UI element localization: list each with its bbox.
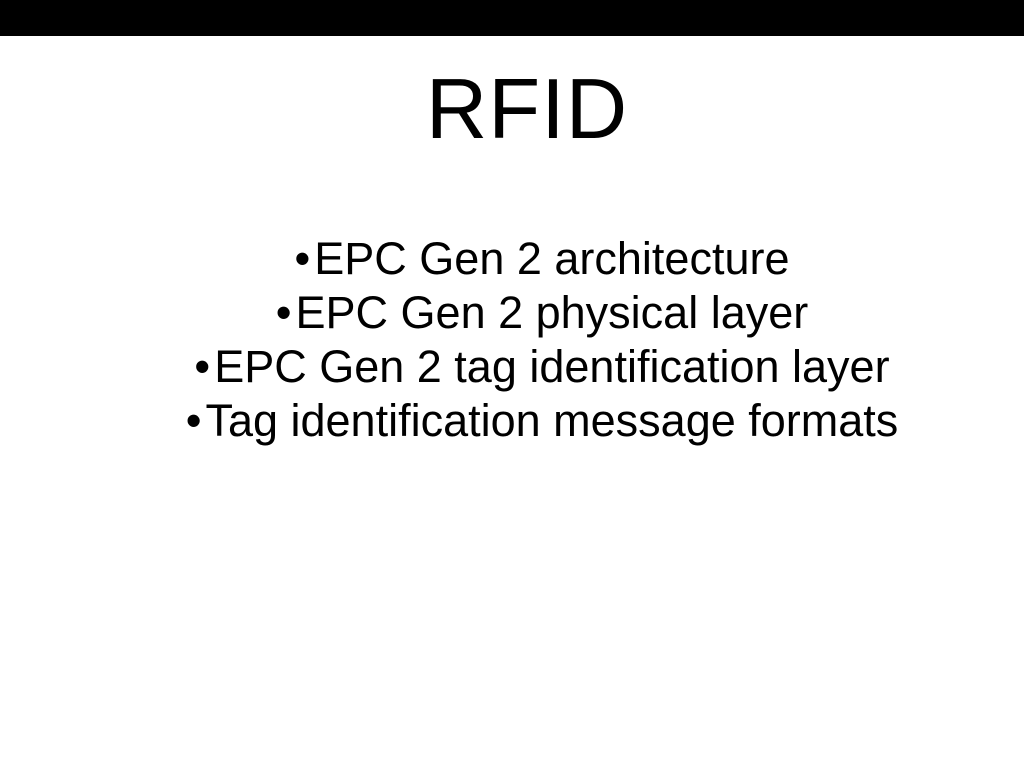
bullet-list: •EPC Gen 2 architecture •EPC Gen 2 physi…	[0, 232, 1024, 448]
bullet-text: Tag identification message formats	[205, 395, 899, 446]
list-item: •Tag identification message formats	[60, 394, 1024, 448]
bullet-icon: •	[194, 341, 211, 392]
bullet-text: EPC Gen 2 architecture	[314, 233, 790, 284]
list-item: •EPC Gen 2 physical layer	[60, 286, 1024, 340]
list-item: •EPC Gen 2 tag identification layer	[60, 340, 1024, 394]
bullet-text: EPC Gen 2 physical layer	[295, 287, 809, 338]
bullet-icon: •	[294, 233, 311, 284]
bullet-icon: •	[185, 395, 202, 446]
slide-title: RFID	[425, 62, 629, 157]
top-bar	[0, 0, 1024, 36]
bullet-icon: •	[275, 287, 292, 338]
list-item: •EPC Gen 2 architecture	[60, 232, 1024, 286]
bullet-text: EPC Gen 2 tag identification layer	[214, 341, 890, 392]
